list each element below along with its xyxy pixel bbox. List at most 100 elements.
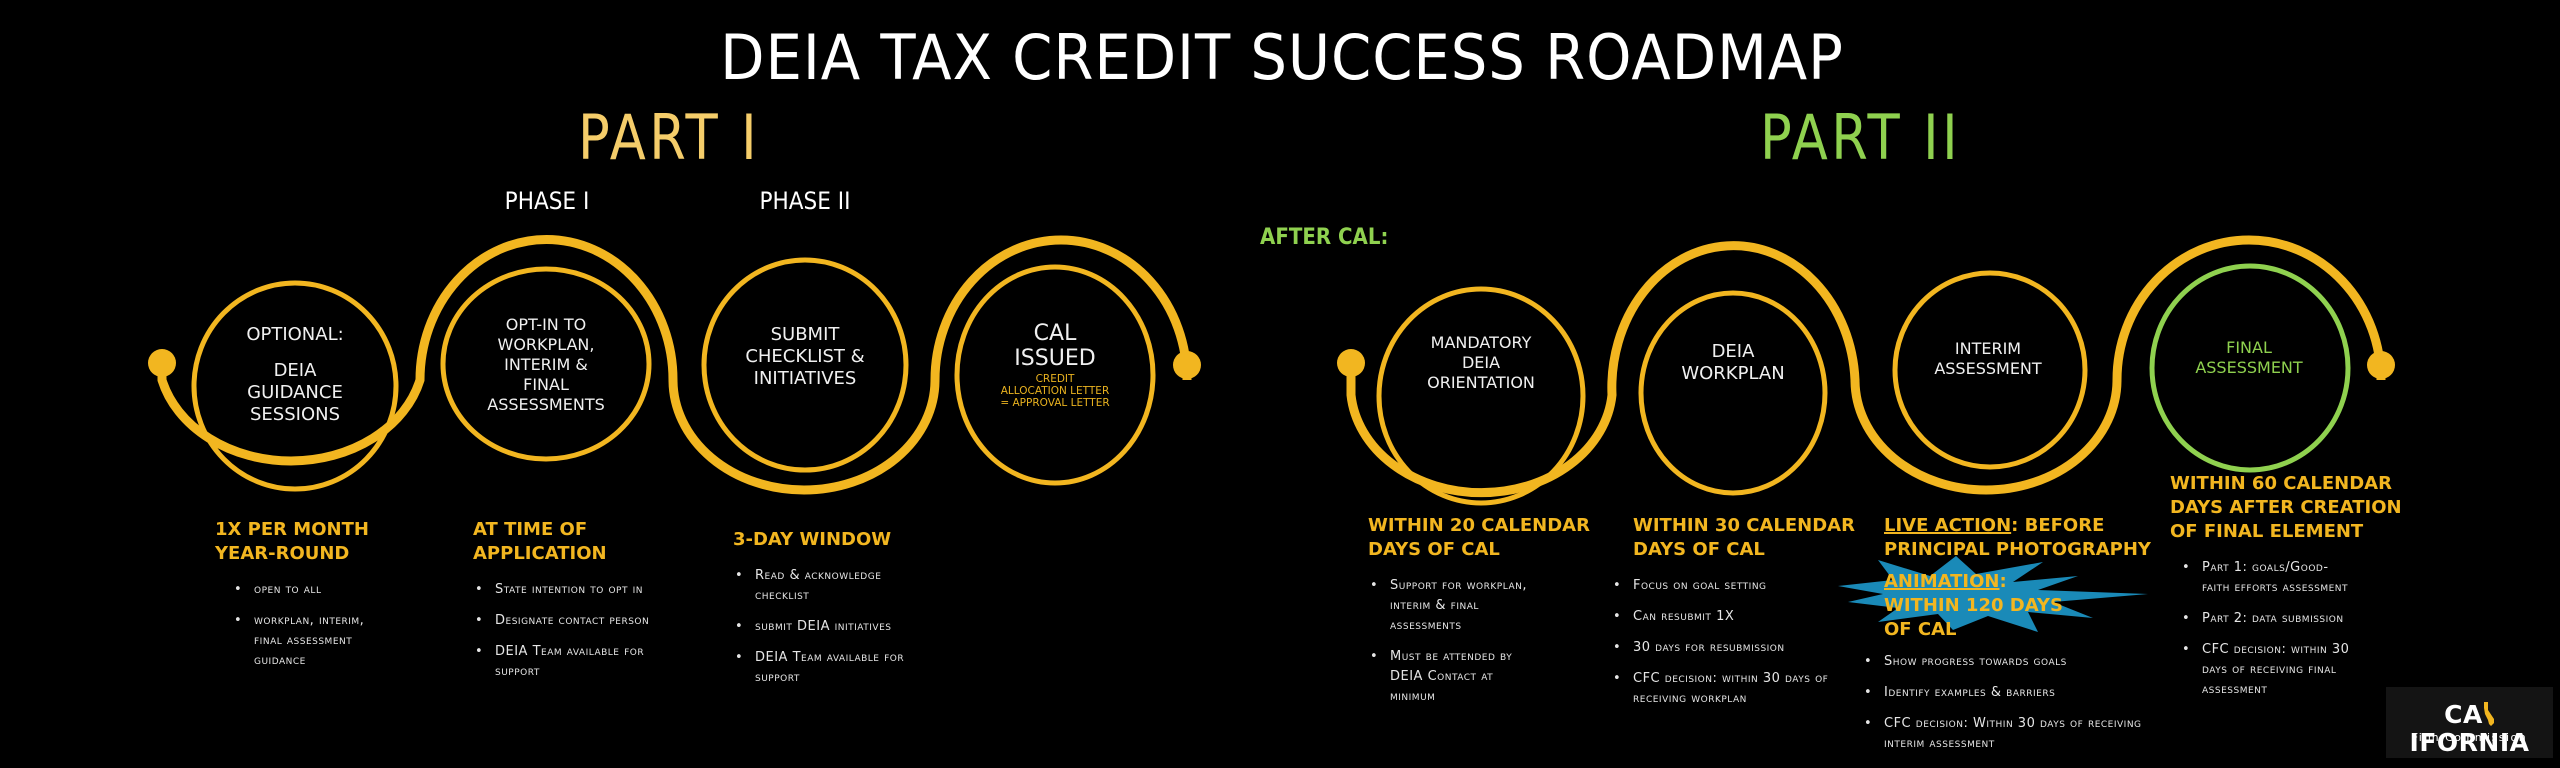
- bullet-item: 30 days for resubmission: [1611, 638, 1841, 658]
- part-1-title: PART I: [578, 101, 761, 174]
- heading-line: 1X PER MONTH: [215, 519, 369, 540]
- circle-text-line: INTERIM: [1954, 339, 2022, 358]
- circle-text-line: SESSIONS: [249, 404, 341, 425]
- step-5-circle-text: MANDATORY DEIA ORIENTATION: [1427, 333, 1535, 393]
- step-8-ring: [2149, 263, 2351, 473]
- bullet-item: Focus on goal setting: [1611, 576, 1841, 596]
- step-7-bullets: Show progress towards goals Identify exa…: [1862, 652, 2142, 754]
- page-title: DEIA TAX CREDIT SUCCESS ROADMAP: [720, 21, 1844, 94]
- california-state-icon: [2483, 702, 2494, 726]
- step-6-ring: [1638, 290, 1828, 496]
- circle-text-line: DEIA: [273, 360, 317, 381]
- step-7-details: LIVE ACTION: BEFORE PRINCIPAL PHOTOGRAPH…: [1864, 514, 2154, 765]
- step-3-details: 3-DAY WINDOW Read & acknowledge checklis…: [733, 528, 933, 699]
- step-4-ring: [954, 264, 1156, 486]
- bullet-item: Part 2: data submission: [2180, 609, 2355, 629]
- bullet-item: CFC decision: Within 30 days of receivin…: [1862, 714, 2142, 754]
- heading-line: WITHIN 30 CALENDAR: [1633, 515, 1855, 536]
- step-6-bullets: Focus on goal setting Can resubmit 1X 30…: [1611, 576, 1841, 709]
- step-1-ring: [191, 280, 399, 492]
- circle-text-line: INITIATIVES: [753, 368, 857, 389]
- step-7-heading-live-action: LIVE ACTION: BEFORE PRINCIPAL PHOTOGRAPH…: [1884, 514, 2154, 562]
- heading-line: AT TIME OF: [473, 519, 588, 540]
- step-3-heading: 3-DAY WINDOW: [733, 528, 933, 552]
- step-5-bullets: Support for workplan, interim & final as…: [1368, 576, 1528, 707]
- circle-text-line: FINAL: [523, 375, 569, 394]
- animation-text: : WITHIN 120 DAYS OF CAL: [1884, 571, 2063, 640]
- step-5-heading: WITHIN 20 CALENDAR DAYS OF CAL: [1368, 514, 1598, 562]
- heading-line: DAYS OF CAL: [1633, 539, 1765, 560]
- live-action-text: : BEFORE PRINCIPAL PHOTOGRAPHY: [1884, 515, 2151, 560]
- circle-text-line: MANDATORY: [1430, 333, 1532, 352]
- step-7-ring: [1892, 270, 2088, 470]
- circle-text-line: ASSESSMENT: [1934, 359, 2042, 378]
- step-6-heading: WITHIN 30 CALENDAR DAYS OF CAL: [1633, 514, 1873, 562]
- logo-text-left: CA: [2444, 700, 2483, 729]
- step-3-bullets: Read & acknowledge checklist submit DEIA…: [733, 566, 908, 688]
- bullet-item: Part 1: goals/Good-faith efforts assessm…: [2180, 558, 2355, 598]
- heading-line: WITHIN 20 CALENDAR: [1368, 515, 1590, 536]
- step-2-heading: AT TIME OF APPLICATION: [473, 518, 703, 566]
- bullet-item: Read & acknowledge checklist: [733, 566, 908, 606]
- step-8-bullets: Part 1: goals/Good-faith efforts assessm…: [2180, 558, 2355, 700]
- circle-text-line: OPT-IN TO: [505, 315, 587, 334]
- animation-label: ANIMATION: [1884, 571, 2000, 592]
- step-3-circle-text: SUBMIT CHECKLIST & INITIATIVES: [745, 324, 864, 390]
- logo-wordmark: CAIFORNIA: [2386, 701, 2553, 757]
- circle-text-line: GUIDANCE: [247, 382, 343, 403]
- live-action-label: LIVE ACTION: [1884, 515, 2012, 536]
- circle-subtext-line: = APPROVAL LETTER: [1000, 397, 1110, 409]
- circle-text-line: ASSESSMENT: [2195, 358, 2303, 377]
- logo-text-right: IFORNIA: [2409, 728, 2530, 757]
- step-8-details: WITHIN 60 CALENDAR DAYS AFTER CREATION O…: [2170, 472, 2410, 711]
- circle-text-line: ASSESSMENTS: [487, 395, 605, 414]
- step-1-heading: 1X PER MONTH YEAR-ROUND: [215, 518, 415, 566]
- heading-line: 3-DAY WINDOW: [733, 529, 892, 550]
- heading-line: APPLICATION: [473, 543, 607, 564]
- heading-line: DAYS OF CAL: [1368, 539, 1500, 560]
- part-1-end-dot: [1173, 351, 1201, 379]
- step-2-bullets: State intention to opt in Designate cont…: [473, 580, 693, 682]
- step-1-details: 1X PER MONTH YEAR-ROUND open to all work…: [215, 518, 415, 682]
- step-4-circle-text: CAL ISSUED CREDIT ALLOCATION LETTER = AP…: [1000, 321, 1109, 409]
- bullet-item: Designate contact person: [473, 611, 693, 631]
- part-1-path: [157, 235, 1192, 495]
- logo-subtitle: Film Commission: [2411, 731, 2528, 744]
- phase-2-label: PHASE II: [759, 187, 851, 215]
- step-7-circle-text: INTERIM ASSESSMENT: [1934, 339, 2041, 379]
- bullet-item: Can resubmit 1X: [1611, 607, 1841, 627]
- after-cal-label: AFTER CAL:: [1260, 225, 1389, 250]
- step-5-details: WITHIN 20 CALENDAR DAYS OF CAL Support f…: [1368, 514, 1598, 718]
- part-2-start-dot: [1337, 349, 1365, 377]
- step-1-circle-text: OPTIONAL: DEIA GUIDANCE SESSIONS: [246, 324, 343, 426]
- step-3-ring: [701, 257, 909, 473]
- circle-text-line: WORKPLAN: [1681, 363, 1785, 384]
- bullet-item: open to all: [232, 580, 382, 600]
- circle-text-line: SUBMIT: [770, 324, 840, 345]
- circle-text-line: FINAL: [2226, 338, 2272, 357]
- bullet-item: Identify examples & barriers: [1862, 683, 2142, 703]
- circle-text-line: INTERIM &: [504, 355, 588, 374]
- part-2-end-dot: [2367, 351, 2395, 379]
- heading-line: OF FINAL ELEMENT: [2170, 521, 2364, 542]
- bullet-item: Support for workplan, interim & final as…: [1368, 576, 1528, 636]
- bullet-item: submit DEIA initiatives: [733, 617, 908, 637]
- circle-text-line: WORKPLAN,: [497, 335, 595, 354]
- bullet-item: CFC decision: within 30 days of receivin…: [1611, 669, 1841, 709]
- circle-text-line: ISSUED: [1014, 346, 1096, 371]
- phase-1-label: PHASE I: [504, 187, 590, 215]
- part-1-start-dot: [148, 349, 176, 377]
- california-film-commission-logo: CAIFORNIA Film Commission: [2386, 687, 2553, 758]
- circle-subtext-line: ALLOCATION LETTER: [1000, 385, 1110, 397]
- bullet-item: Show progress towards goals: [1862, 652, 2142, 672]
- heading-line: DAYS AFTER CREATION: [2170, 497, 2402, 518]
- bullet-item: Must be attended by DEIA Contact at mini…: [1368, 647, 1528, 707]
- circle-text-line: CAL: [1033, 321, 1077, 346]
- bullet-item: State intention to opt in: [473, 580, 693, 600]
- step-5-ring: [1376, 286, 1586, 506]
- step-2-ring: [440, 266, 652, 462]
- circle-text-line: ORIENTATION: [1427, 373, 1535, 392]
- starburst-highlight-icon: [1838, 556, 2148, 632]
- step-6-circle-text: DEIA WORKPLAN: [1681, 341, 1784, 385]
- step-8-circle-text: FINAL ASSESSMENT: [2195, 338, 2302, 378]
